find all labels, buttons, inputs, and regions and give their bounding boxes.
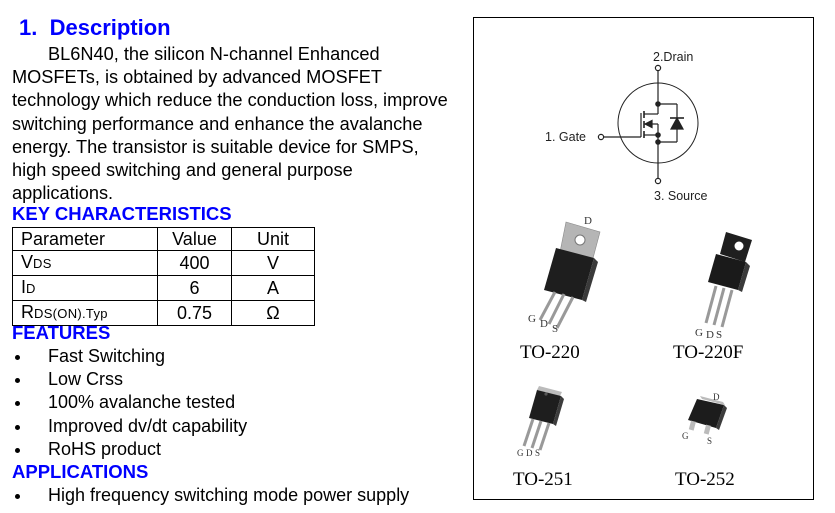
pin-label: G xyxy=(695,327,703,339)
pin-label: S xyxy=(552,323,558,335)
table-header-row: Parameter Value Unit xyxy=(12,227,315,251)
param-subscript: DS(ON).Typ xyxy=(34,306,108,321)
features-heading: FEATURES xyxy=(12,322,111,343)
pin-label: G xyxy=(517,448,524,458)
package-label-to-251: TO-251 xyxy=(513,469,573,490)
package-label-to-220f: TO-220F xyxy=(673,342,744,363)
applications-list: High frequency switching mode power supp… xyxy=(12,484,409,507)
param-cell: RDS(ON).Typ xyxy=(12,300,158,326)
applications-heading: APPLICATIONS xyxy=(12,461,149,482)
param-symbol: R xyxy=(21,302,34,322)
param-cell: ID xyxy=(12,275,158,301)
description-text: BL6N40, the silicon N-channel Enhanced M… xyxy=(12,44,448,204)
list-item-text: 100% avalanche tested xyxy=(48,392,236,413)
param-symbol: I xyxy=(21,277,27,297)
list-item: RoHS product xyxy=(12,438,247,461)
drain-terminal xyxy=(654,64,662,72)
tab-pin-label: D xyxy=(584,215,592,227)
param-subscript: D xyxy=(26,281,36,296)
bullet-icon xyxy=(15,447,20,453)
value-cell: 400 xyxy=(157,250,232,276)
to-251-package-image: G D S xyxy=(517,386,564,458)
features-list: Fast Switching Low Crss 100% avalanche t… xyxy=(12,345,247,461)
bullet-icon xyxy=(15,494,20,499)
list-item: Fast Switching xyxy=(12,345,247,368)
list-item: Low Crss xyxy=(12,368,247,391)
param-subscript: DS xyxy=(33,256,52,271)
key-characteristics-heading: KEY CHARACTERISTICS xyxy=(12,203,232,224)
bullet-icon xyxy=(15,424,20,430)
description-block: BL6N40, the silicon N-channel Enhanced M… xyxy=(12,43,457,205)
pin-label: S xyxy=(707,436,712,446)
mosfet-schematic-icon: 2.Drain 1. Gate 3. Source xyxy=(545,50,708,203)
to-252-package-image: D G S xyxy=(682,392,727,446)
list-item-text: RoHS product xyxy=(48,438,162,459)
pin-label: G xyxy=(528,313,536,325)
key-characteristics-table: Parameter Value Unit VDS 400 V ID 6 A RD… xyxy=(12,227,315,326)
gate-terminal xyxy=(597,133,605,141)
bullet-icon xyxy=(15,401,20,407)
pin-label: S xyxy=(716,329,722,341)
table-row: ID 6 A xyxy=(12,275,315,301)
header-parameter: Parameter xyxy=(12,227,158,251)
source-terminal xyxy=(654,177,662,185)
drain-label: 2.Drain xyxy=(653,50,693,64)
unit-cell: Ω xyxy=(231,300,315,326)
section-heading: 1. Description xyxy=(19,14,171,42)
gate-label: 1. Gate xyxy=(545,130,586,144)
pin-label: D xyxy=(540,318,548,330)
list-item: 100% avalanche tested xyxy=(12,391,247,414)
list-item: High frequency switching mode power supp… xyxy=(12,484,409,507)
bullet-icon xyxy=(15,355,20,360)
section-title: Description xyxy=(49,15,171,40)
to-220-package-image: D G D S xyxy=(528,215,601,335)
list-item-text: Improved dv/dt capability xyxy=(48,415,248,436)
param-cell: VDS xyxy=(12,250,158,276)
unit-cell: A xyxy=(231,275,315,301)
bullet-icon xyxy=(15,378,20,384)
package-figure-box xyxy=(473,17,814,500)
list-item-text: Low Crss xyxy=(48,369,124,390)
list-item-text: Fast Switching xyxy=(48,346,166,366)
package-label-to-220: TO-220 xyxy=(520,342,580,363)
section-number: 1. xyxy=(19,15,38,40)
pin-label: D xyxy=(706,329,714,341)
list-item: Improved dv/dt capability xyxy=(12,415,247,438)
pin-label: G xyxy=(682,431,689,441)
header-unit: Unit xyxy=(231,227,315,251)
param-symbol: V xyxy=(21,252,34,272)
package-label-to-252: TO-252 xyxy=(675,469,735,490)
source-label: 3. Source xyxy=(654,189,708,203)
pin-label: D xyxy=(526,448,533,458)
table-row: RDS(ON).Typ 0.75 Ω xyxy=(12,300,315,326)
value-cell: 0.75 xyxy=(157,300,232,326)
tab-pin-label: D xyxy=(713,392,720,402)
pin-label: S xyxy=(535,448,540,458)
list-item-text: High frequency switching mode power supp… xyxy=(48,485,410,505)
to-220f-package-image: G D S xyxy=(695,232,752,341)
